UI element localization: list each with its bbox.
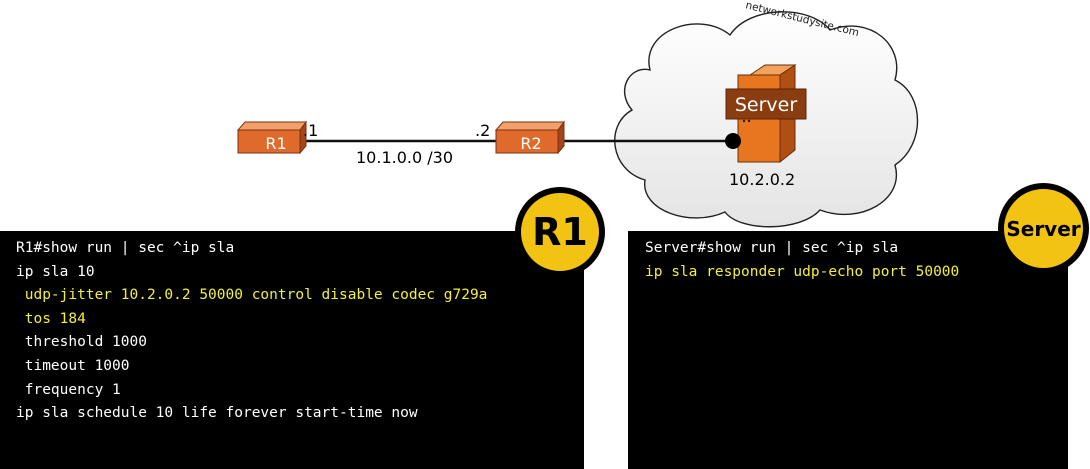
server-label-box: [725, 88, 807, 120]
r1-terminal-line: ip sla 10: [16, 263, 95, 280]
link-subnet-label: 10.1.0.0 /30: [356, 148, 453, 167]
r1-terminal-line: R1#show run | sec ^ip sla: [16, 240, 235, 256]
server-terminal: Server#show run | sec ^ip sla ip sla resp…: [628, 231, 1068, 469]
server-terminal-line: Server#show run | sec ^ip sla: [645, 240, 899, 256]
r1-terminal-line: threshold 1000: [16, 334, 147, 351]
r1-badge: R1: [518, 190, 602, 274]
r1-interface-ip: .1: [303, 121, 318, 140]
server-ip: 10.2.0.2: [729, 170, 795, 189]
r1-badge-label: R1: [532, 210, 588, 254]
server-terminal-line: ip sla responder udp-echo port 50000: [645, 263, 960, 280]
r1-terminal-line: frequency 1: [16, 381, 121, 398]
network-diagram: networkstudysite.com R1 .1 R2 .2 10.1.0.…: [236, 0, 919, 228]
r1-terminal-line: timeout 1000: [16, 357, 130, 374]
r1-terminal-line: tos 184: [16, 310, 86, 327]
server-badge: Server: [1001, 186, 1086, 271]
server-badge-label: Server: [1006, 216, 1081, 241]
r1-terminal-line: ip sla schedule 10 life forever start-ti…: [16, 405, 418, 422]
r2-interface-ip: .2: [475, 121, 490, 140]
r1-terminal-line: udp-jitter 10.2.0.2 50000 control disabl…: [16, 287, 488, 304]
server-port-dot: [725, 133, 741, 149]
router-r2: R2: [494, 120, 565, 155]
server-label: Server: [735, 94, 797, 116]
router-r1-label: R1: [265, 134, 286, 153]
r1-terminal: R1#show run | sec ^ip sla ip sla 10 udp-j…: [0, 231, 584, 469]
router-r1: R1: [236, 120, 307, 155]
router-r2-label: R2: [520, 134, 541, 153]
